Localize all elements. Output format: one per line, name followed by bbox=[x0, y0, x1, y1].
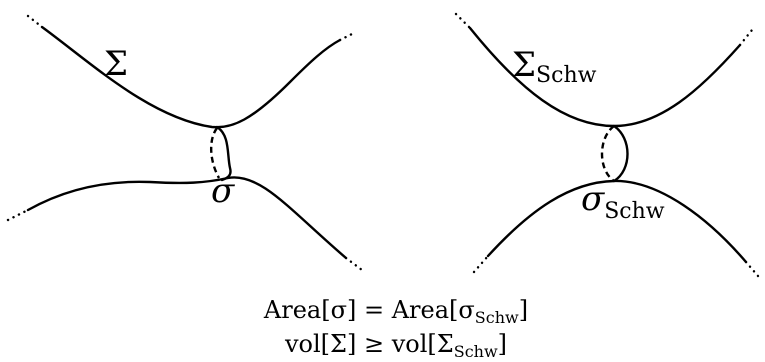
area-equation: Area[σ] = Area[σSchw] bbox=[263, 296, 528, 327]
left-lower-sheet-dots-right bbox=[344, 256, 364, 272]
right-minimal-surface-label: σSchw bbox=[581, 179, 665, 224]
right-surface-label: ΣSchw bbox=[512, 45, 597, 88]
left-lower-sheet-dots bbox=[6, 208, 30, 222]
left-panel: Σ σ bbox=[6, 14, 364, 272]
left-upper-sheet-dots-right bbox=[338, 30, 358, 42]
right-upper-sheet-dots bbox=[454, 12, 472, 30]
volume-inequality: vol[Σ] ≥ vol[ΣSchw] bbox=[284, 330, 507, 361]
right-neck-back bbox=[600, 125, 615, 182]
left-minimal-surface-label: σ bbox=[211, 171, 235, 211]
right-upper-sheet-dots-right bbox=[738, 28, 754, 47]
right-panel: ΣSchw σSchw bbox=[454, 12, 760, 278]
left-neck-back bbox=[210, 127, 221, 179]
right-upper-sheet bbox=[468, 26, 742, 128]
left-surface-label: Σ bbox=[104, 44, 128, 84]
left-upper-sheet-dots bbox=[26, 14, 44, 29]
left-neck-front bbox=[215, 125, 232, 182]
equations: Area[σ] = Area[σSchw] vol[Σ] ≥ vol[ΣSchw… bbox=[263, 296, 528, 361]
left-upper-sheet bbox=[40, 25, 342, 129]
left-lower-sheet bbox=[26, 176, 348, 260]
right-neck-front bbox=[612, 124, 629, 183]
right-lower-sheet-dots-right bbox=[744, 260, 760, 278]
right-lower-sheet-dots bbox=[472, 254, 490, 274]
